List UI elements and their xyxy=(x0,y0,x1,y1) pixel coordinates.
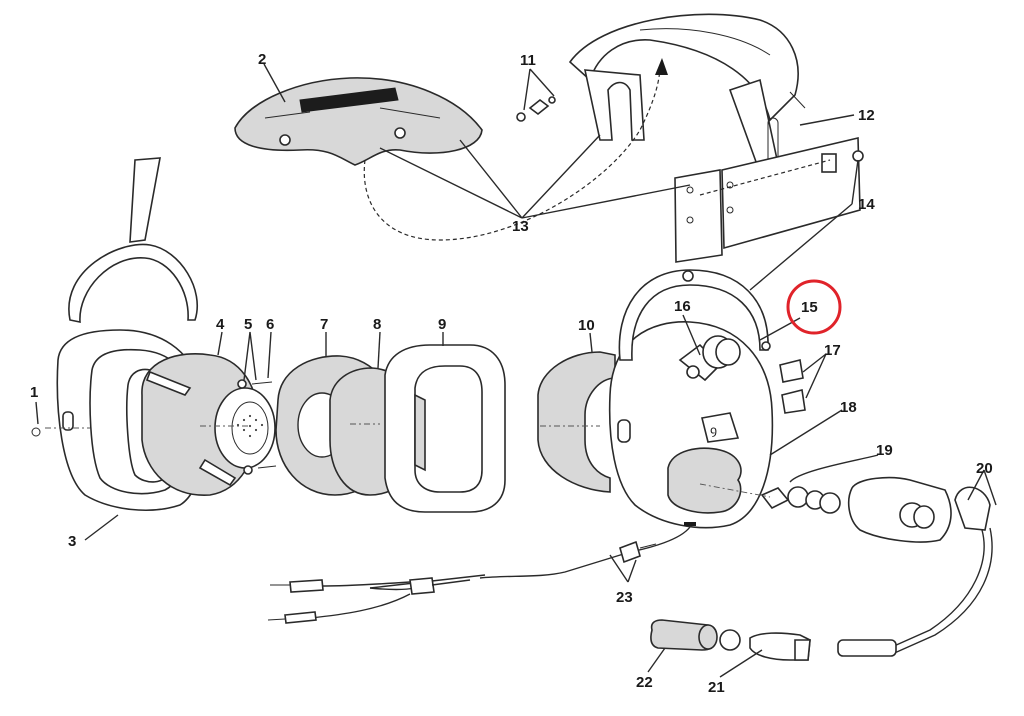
label-11: 11 xyxy=(520,52,536,69)
label-8: 8 xyxy=(373,316,381,333)
headband-strap-12 xyxy=(674,136,864,263)
label-12: 12 xyxy=(858,107,875,124)
label-10: 10 xyxy=(578,317,595,334)
speaker-5 xyxy=(214,379,277,475)
label-2: 2 xyxy=(258,51,266,68)
label-13: 13 xyxy=(512,218,529,235)
mic-windscreen-22 xyxy=(650,619,741,651)
label-16: 16 xyxy=(674,298,691,315)
mic-mount-19 xyxy=(760,476,993,657)
cords-23 xyxy=(267,526,691,624)
label-15: 15 xyxy=(801,299,818,316)
highlight-circle-15 xyxy=(786,279,842,335)
label-6: 6 xyxy=(266,316,274,333)
label-4: 4 xyxy=(216,316,225,333)
label-22: 22 xyxy=(636,674,653,691)
hardware-11 xyxy=(516,96,556,122)
label-9: 9 xyxy=(438,316,446,333)
head-pad-2 xyxy=(234,77,483,166)
label-14: 14 xyxy=(858,196,875,213)
label-21: 21 xyxy=(708,679,725,696)
label-7: 7 xyxy=(320,316,328,333)
label-18: 18 xyxy=(840,399,857,416)
label-23: 23 xyxy=(616,589,633,606)
foam-10 xyxy=(537,351,616,493)
svg-text:ꝯ: ꝯ xyxy=(710,423,717,437)
mic-element-21 xyxy=(749,632,811,661)
clips-17 xyxy=(779,359,806,414)
speaker-dots xyxy=(236,414,264,438)
label-3: 3 xyxy=(68,533,76,550)
label-17: 17 xyxy=(824,342,841,359)
label-20: 20 xyxy=(976,460,993,477)
right-earcup-18: ꝯ xyxy=(608,269,774,529)
leader-lines xyxy=(35,63,997,678)
label-19: 19 xyxy=(876,442,893,459)
label-1: 1 xyxy=(30,384,38,401)
label-5: 5 xyxy=(244,316,252,333)
ear-seal-9 xyxy=(384,344,506,513)
